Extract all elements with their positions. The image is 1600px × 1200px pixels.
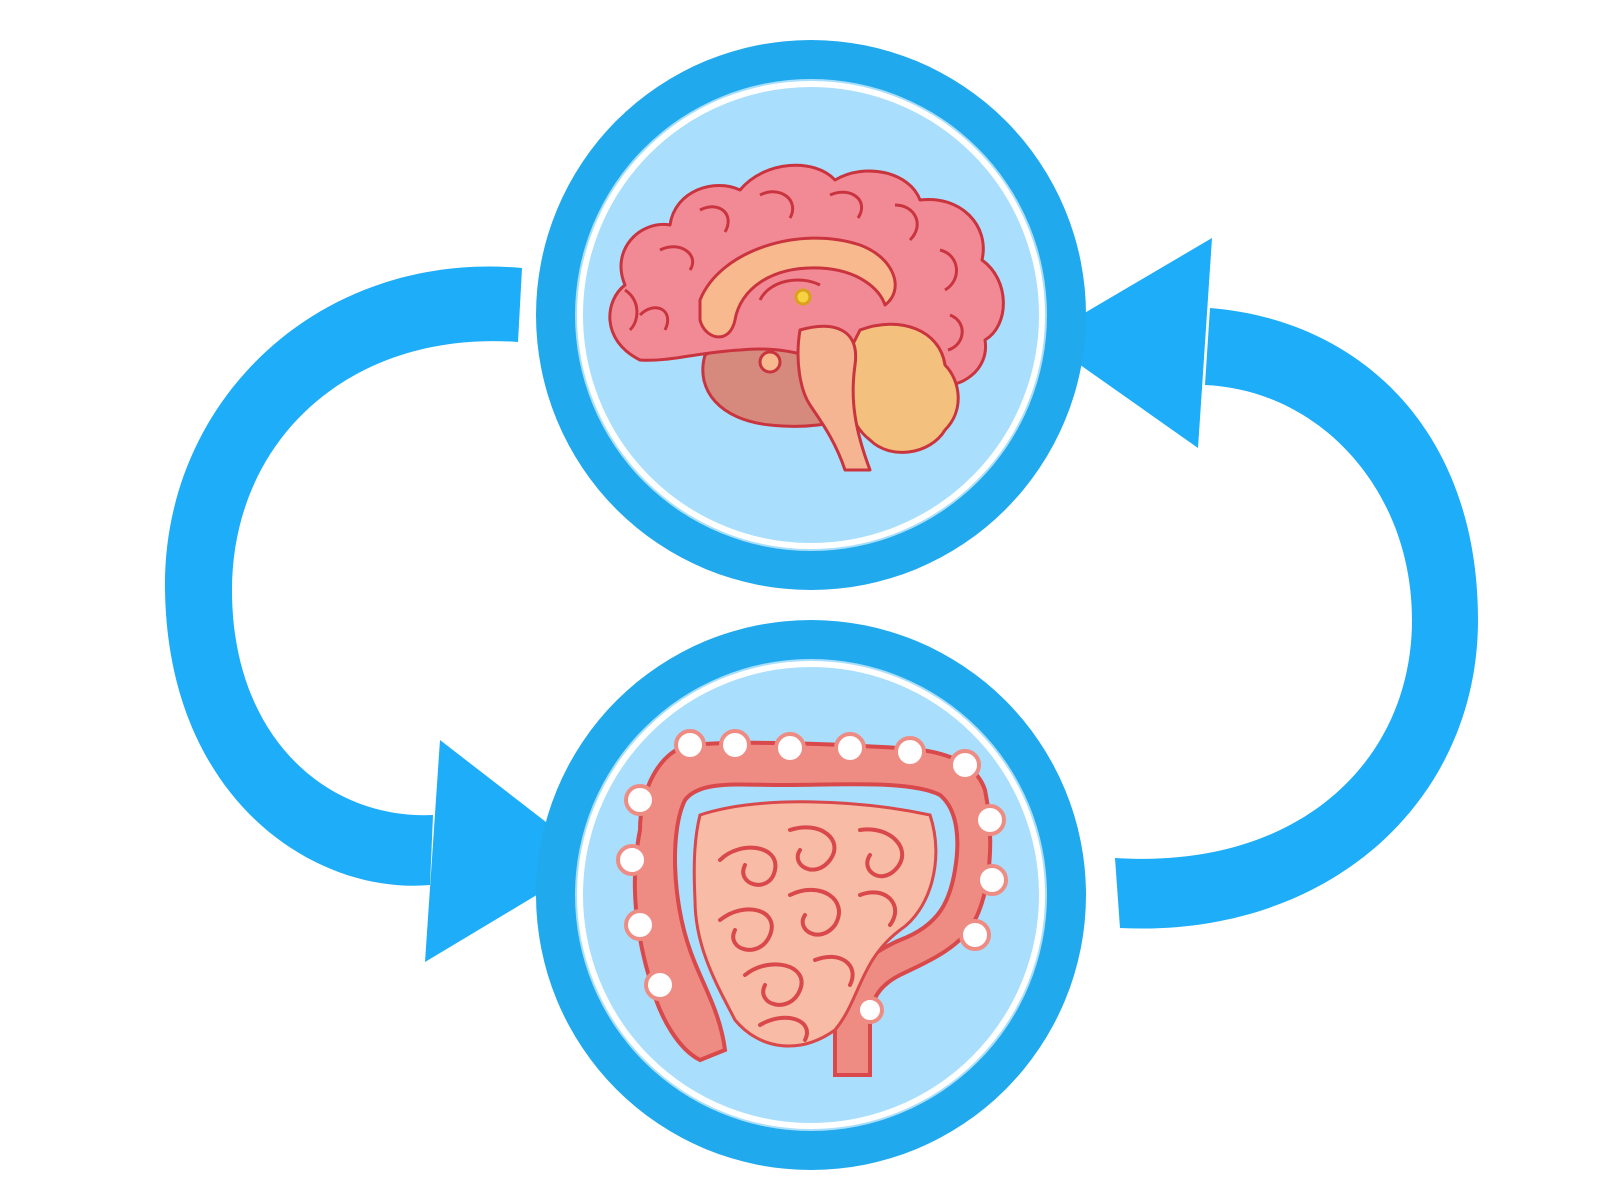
right-cycle-arrow: [1042, 238, 1478, 929]
gut-node: [536, 620, 1086, 1170]
left-arrow-body: [164, 266, 522, 886]
brain-node: [536, 40, 1086, 590]
arrow-curved-down-icon: [425, 740, 595, 962]
arrow-curved-up-icon: [1042, 238, 1212, 448]
right-arrow-body: [1115, 308, 1478, 929]
gut-circle-edge: [577, 661, 1045, 1129]
left-cycle-arrow: [164, 266, 595, 962]
brain-circle-edge: [577, 81, 1045, 549]
brain-icon: [608, 163, 1005, 472]
intestines-icon: [616, 729, 1008, 1077]
